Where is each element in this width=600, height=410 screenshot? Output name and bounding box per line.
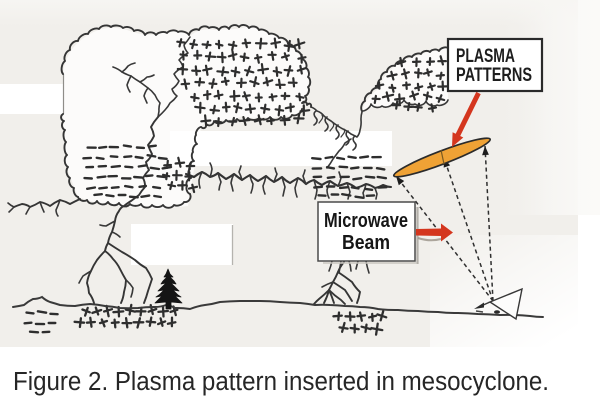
svg-text:Beam: Beam — [342, 232, 390, 254]
svg-text:Figure 2. Plasma pattern inser: Figure 2. Plasma pattern inserted in mes… — [13, 368, 549, 396]
svg-text:PATTERNS: PATTERNS — [456, 65, 532, 86]
svg-text:Microwave: Microwave — [324, 210, 408, 232]
svg-text:PLASMA: PLASMA — [456, 46, 515, 67]
